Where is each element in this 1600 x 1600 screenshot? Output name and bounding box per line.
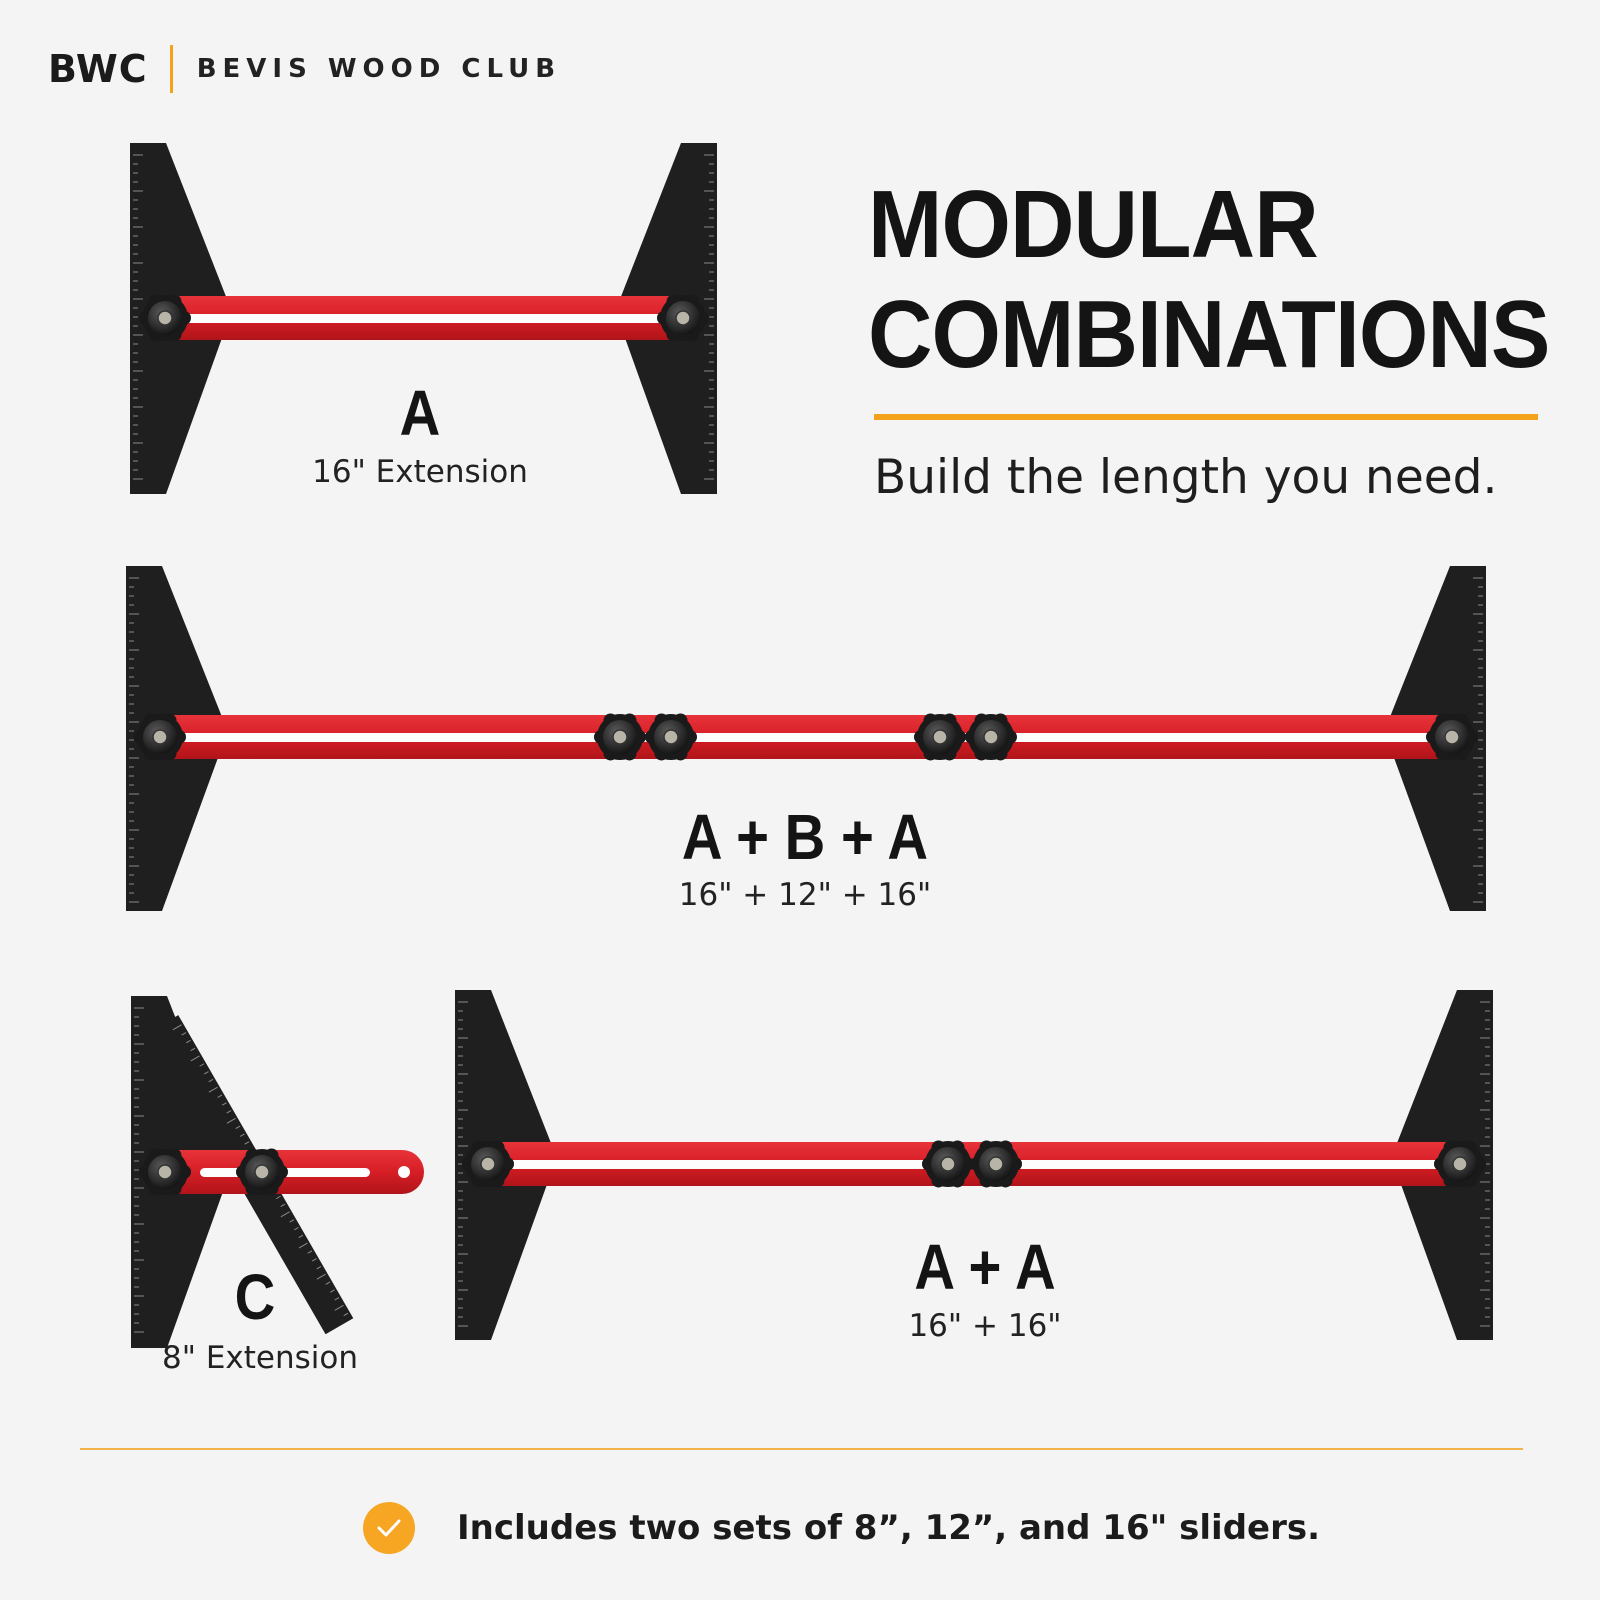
config-a-label: A <box>399 377 441 449</box>
config-c-knob-2 <box>236 1148 288 1196</box>
headline-line-2: COMBINATIONS <box>868 281 1550 388</box>
brand-divider <box>169 45 173 93</box>
tagline: Build the length you need. <box>874 450 1498 505</box>
config-a-knob-right <box>657 294 709 342</box>
headline-line-1: MODULAR <box>868 171 1319 278</box>
config-aba-label: A + B + A <box>681 801 929 873</box>
config-aba-sub: 16" + 12" + 16" <box>678 877 932 913</box>
footer-rule <box>80 1448 1523 1450</box>
config-aa-knob-1 <box>462 1140 514 1188</box>
config-aba-knob-2 <box>594 713 646 761</box>
brand-header: BWC BEVIS WOOD CLUB <box>48 44 561 94</box>
config-aa-label: A + A <box>914 1231 1056 1303</box>
config-aa-knob-2 <box>922 1140 974 1188</box>
brand-logo: BWC <box>48 47 148 91</box>
config-a-bar <box>150 296 700 340</box>
check-icon <box>363 1502 415 1554</box>
config-aba-bar <box>146 715 1468 759</box>
footer: Includes two sets of 8”, 12”, and 16" sl… <box>363 1500 1320 1556</box>
config-a-knob-left <box>139 294 191 342</box>
config-aa-knob-3 <box>970 1140 1022 1188</box>
config-aa-knob-4 <box>1434 1140 1486 1188</box>
config-c-knob-1 <box>139 1148 191 1196</box>
config-aba-knob-3 <box>645 713 697 761</box>
config-c-sub: 8" Extension <box>161 1340 359 1376</box>
headline-rule <box>874 414 1538 420</box>
config-c-label: C <box>234 1261 276 1333</box>
config-aa-sub: 16" + 16" <box>908 1308 1062 1344</box>
config-aba-knob-1 <box>134 713 186 761</box>
footer-text: Includes two sets of 8”, 12”, and 16" sl… <box>457 1508 1321 1548</box>
headline: MODULAR COMBINATIONS <box>868 170 1550 390</box>
brand-name: BEVIS WOOD CLUB <box>196 54 562 84</box>
config-aba-knob-5 <box>965 713 1017 761</box>
config-a-sub: 16" Extension <box>312 454 528 490</box>
config-aba-knob-4 <box>914 713 966 761</box>
config-aba-knob-6 <box>1426 713 1478 761</box>
